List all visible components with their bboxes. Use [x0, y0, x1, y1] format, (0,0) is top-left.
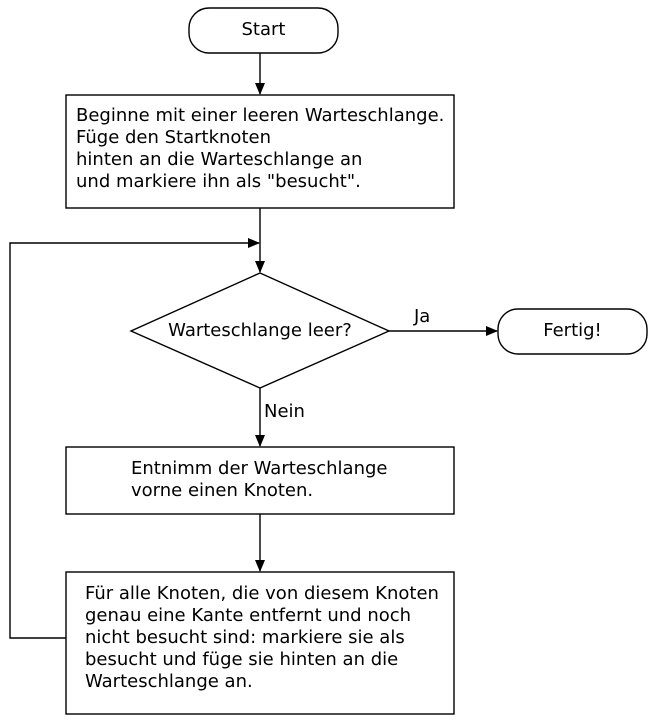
edge-loop-back: [9, 238, 260, 639]
visit-process-box: [65, 571, 455, 715]
yes-edge-label: Ja: [414, 306, 431, 327]
dequeue-text: Entnimm der Warteschlange vorne einen Kn…: [131, 458, 388, 502]
dequeue-line-1: Entnimm der Warteschlange: [131, 458, 388, 479]
visit-line-5: Warteschlange an.: [85, 671, 253, 692]
visit-line-4: besucht und füge sie hinten an die: [85, 649, 399, 670]
decision-label: Warteschlange leer?: [168, 320, 352, 341]
start-terminal: [188, 7, 339, 54]
init-line-1: Beginne mit einer leeren Warteschlange.: [76, 105, 445, 126]
init-line-3: hinten an die Warteschlange an: [76, 149, 363, 170]
init-line-4: und markiere ihn als "besucht".: [76, 171, 361, 192]
init-process-box: [65, 94, 455, 209]
visit-line-3: nicht besucht sind: markiere sie als: [85, 627, 405, 648]
init-text: Beginne mit einer leeren Warteschlange. …: [76, 105, 444, 193]
init-line-2: Füge den Startknoten: [76, 127, 271, 148]
no-edge-label: Nein: [264, 401, 305, 422]
done-label: Fertig!: [543, 320, 602, 341]
start-label: Start: [241, 19, 286, 40]
dequeue-line-2: vorne einen Knoten.: [131, 480, 314, 501]
visit-line-1: Für alle Knoten, die von diesem Knoten: [85, 583, 439, 604]
visit-text: Für alle Knoten, die von diesem Knoten g…: [85, 583, 439, 693]
dequeue-process-box: [65, 446, 455, 515]
done-terminal: [497, 308, 648, 355]
visit-line-2: genau eine Kante entfernt und noch: [85, 605, 412, 626]
